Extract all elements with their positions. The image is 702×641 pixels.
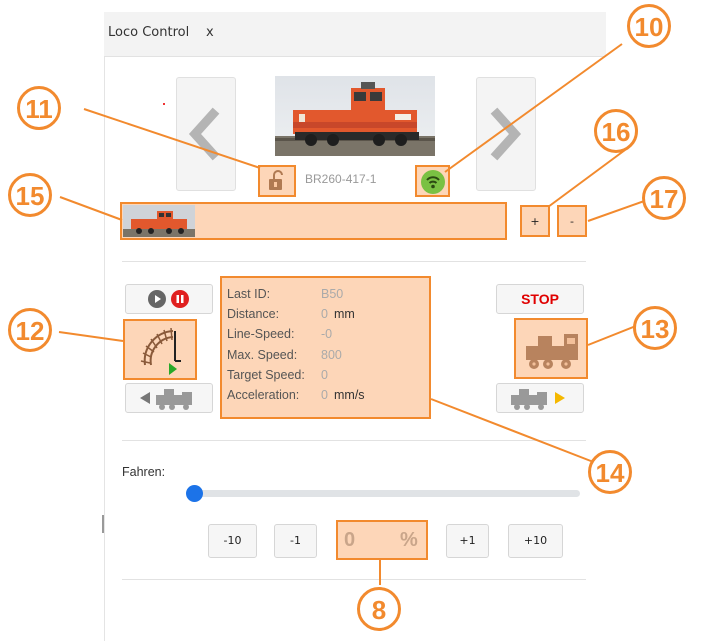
speed-percent-field[interactable]: 0 % — [336, 520, 428, 560]
wifi-icon — [421, 170, 445, 194]
speed-slider-track[interactable] — [194, 490, 580, 497]
loco-thumbnail — [123, 205, 195, 237]
distance-unit: mm — [334, 307, 355, 321]
window-edge-marker — [102, 515, 104, 533]
speed-slider-thumb[interactable] — [186, 485, 203, 502]
last-id-value: B50 — [321, 287, 344, 301]
callout-8: 8 — [357, 587, 401, 631]
line-speed-value: -0 — [321, 327, 333, 341]
distance-label: Distance: — [227, 307, 280, 321]
separator-top — [122, 261, 586, 262]
callout-15: 15 — [8, 173, 52, 217]
target-speed-label: Target Speed: — [227, 368, 305, 382]
max-speed-value: 800 — [321, 348, 342, 362]
loco-forward-icon — [511, 389, 565, 410]
plus-label: + — [530, 215, 540, 228]
callout-10: 10 — [627, 4, 671, 48]
callout-14: 14 — [588, 450, 632, 494]
separator-middle — [122, 440, 586, 441]
play-icon — [148, 290, 166, 308]
loco-photo — [275, 76, 435, 156]
speed-percent-value: 0 — [344, 529, 356, 551]
chevron-right-icon — [490, 107, 522, 161]
locomotive-icon — [526, 334, 578, 369]
previous-loco-button[interactable] — [176, 77, 236, 191]
speed-percent-unit: % — [400, 529, 418, 551]
acceleration-label: Acceleration: — [227, 388, 300, 402]
next-loco-button[interactable] — [476, 77, 536, 191]
max-speed-label: Max. Speed: — [227, 348, 298, 362]
step-plus-10-label: +10 — [523, 534, 548, 547]
callout-17: 17 — [642, 176, 686, 220]
unlock-icon — [269, 170, 283, 190]
callout-11: 11 — [17, 86, 61, 130]
step-plus-1-button[interactable]: +1 — [446, 524, 489, 558]
red-dot — [163, 103, 165, 105]
separator-bottom — [122, 579, 586, 580]
chevron-left-icon — [188, 107, 220, 161]
direction-forward-button[interactable] — [496, 383, 584, 413]
step-minus-1-label: -1 — [290, 534, 301, 547]
acceleration-unit: mm/s — [334, 388, 365, 402]
callout-13: 13 — [633, 306, 677, 350]
pause-icon — [171, 290, 189, 308]
turnout-icon — [140, 327, 181, 375]
step-minus-10-label: -10 — [223, 534, 242, 547]
step-plus-1-label: +1 — [459, 534, 476, 547]
last-id-label: Last ID: — [227, 287, 271, 301]
distance-value: 0 — [321, 307, 328, 321]
zoom-in-button[interactable]: + — [520, 205, 550, 237]
target-speed-value: 0 — [321, 368, 328, 382]
callout-16: 16 — [594, 109, 638, 153]
step-plus-10-button[interactable]: +10 — [508, 524, 563, 558]
drive-label: Fahren: — [122, 465, 166, 479]
zoom-out-button[interactable]: - — [557, 205, 587, 237]
loco-backward-icon — [140, 389, 192, 410]
record-pause-button[interactable] — [125, 284, 213, 314]
loco-info-panel: Last ID: B50 Distance: 0 mm Line-Speed: … — [220, 276, 431, 419]
line-speed-label: Line-Speed: — [227, 327, 295, 341]
loco-list-strip[interactable] — [120, 202, 507, 240]
turnout-button[interactable] — [123, 319, 197, 380]
lock-button[interactable] — [258, 165, 296, 197]
loco-function-button[interactable] — [514, 318, 588, 379]
callout-12: 12 — [8, 308, 52, 352]
acceleration-value: 0 — [321, 388, 328, 402]
locomotive-image — [275, 82, 435, 156]
tab-close-button[interactable]: x — [206, 25, 214, 40]
step-minus-1-button[interactable]: -1 — [274, 524, 317, 558]
direction-backward-button[interactable] — [125, 383, 213, 413]
stop-label: STOP — [521, 291, 559, 307]
stop-button[interactable]: STOP — [496, 284, 584, 314]
minus-label: - — [570, 215, 574, 228]
tab-title[interactable]: Loco Control — [108, 25, 190, 40]
loco-name: BR260-417-1 — [305, 172, 377, 186]
step-minus-10-button[interactable]: -10 — [208, 524, 257, 558]
connection-status[interactable] — [415, 165, 450, 197]
